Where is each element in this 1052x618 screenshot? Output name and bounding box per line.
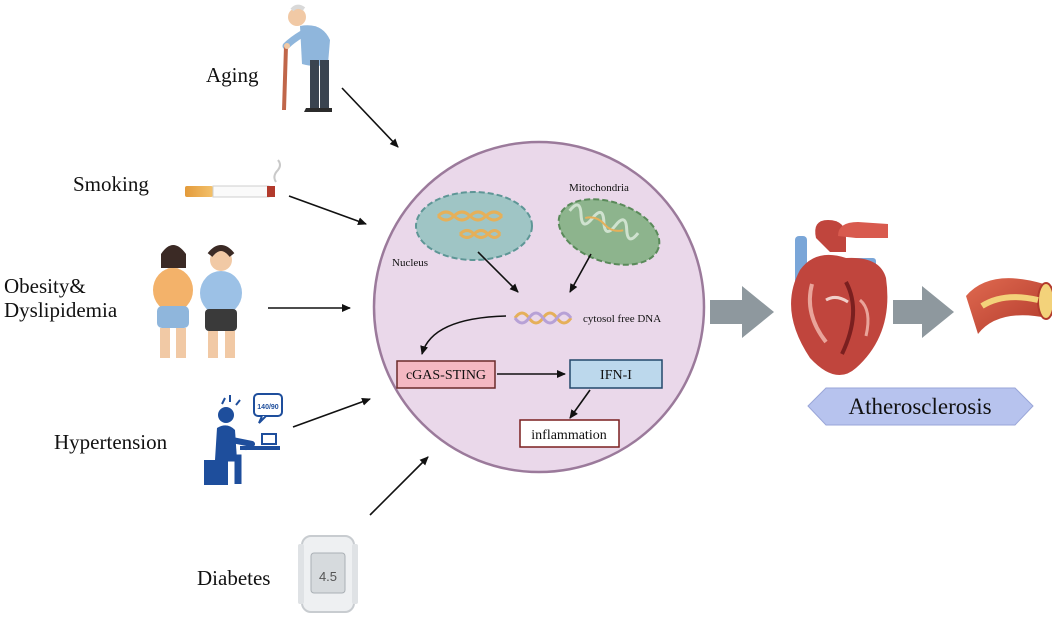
bp-reading: 140/90: [257, 404, 279, 411]
cigarette-icon: [185, 159, 281, 198]
hypertension-label: Hypertension: [54, 430, 168, 454]
mitochondria-icon: [557, 198, 661, 266]
aging-label: Aging: [206, 63, 259, 87]
inflammation-label: inflammation: [531, 428, 606, 443]
nucleus-icon: [415, 191, 533, 261]
nucleus-label: Nucleus: [392, 257, 428, 269]
obesity-label: Obesity& Dyslipidemia: [4, 274, 118, 322]
obese-people-icon: [153, 245, 242, 358]
glucose-meter-icon: [298, 535, 358, 613]
mitochondria-label: Mitochondria: [569, 182, 629, 194]
arrow-hypertension: [292, 397, 371, 428]
arrow-aging: [341, 87, 399, 148]
smoking-label: Smoking: [73, 172, 149, 196]
ifn-label: IFN-I: [600, 368, 632, 383]
gray-arrow-cell-heart: [710, 286, 774, 338]
arrow-diabetes: [369, 456, 429, 516]
elderly-person-icon: [282, 4, 332, 112]
arrow-dna-cgas: [420, 315, 507, 355]
cgas-sting-label: cGAS-STING: [406, 368, 486, 383]
blood-vessel-icon: [966, 278, 1052, 334]
cgas-sting-box: [396, 360, 496, 389]
glucose-reading: 4.5: [319, 569, 337, 584]
arrow-ifn-inflammation: [569, 389, 591, 419]
arrow-smoking: [288, 195, 367, 226]
hypertension-icon: [204, 393, 283, 485]
gray-arrow-heart-vessel: [893, 286, 954, 338]
cytosol-dna-label: cytosol free DNA: [583, 313, 661, 325]
arrow-mito-dna: [569, 253, 592, 293]
diabetes-label: Diabetes: [197, 566, 271, 590]
inflammation-box: [519, 419, 620, 448]
ifn-box: [569, 359, 663, 389]
cytosol-dna-icon: [513, 311, 573, 325]
atherosclerosis-label: Atherosclerosis: [848, 394, 991, 419]
heart-icon: [791, 220, 888, 376]
arrow-nucleus-dna: [477, 251, 519, 293]
atherosclerosis-hexagon: [807, 387, 1034, 426]
